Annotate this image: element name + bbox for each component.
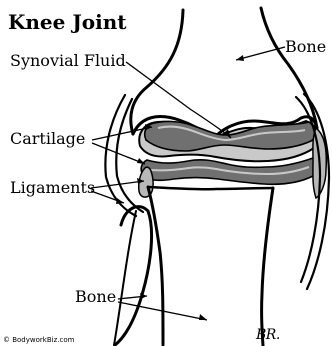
bone-bottom-label: Bone: [75, 289, 116, 305]
bone-top-label: Bone: [285, 39, 326, 55]
copyright-text: © BodyworkBiz.com: [3, 337, 74, 344]
signature-text: BR.: [256, 328, 280, 342]
ligaments-label: Ligaments: [10, 180, 95, 196]
cartilage-label: Cartilage: [10, 131, 85, 147]
synovial-fluid-label: Synovial Fluid: [10, 53, 126, 69]
diagram-title: Knee Joint: [8, 12, 127, 32]
